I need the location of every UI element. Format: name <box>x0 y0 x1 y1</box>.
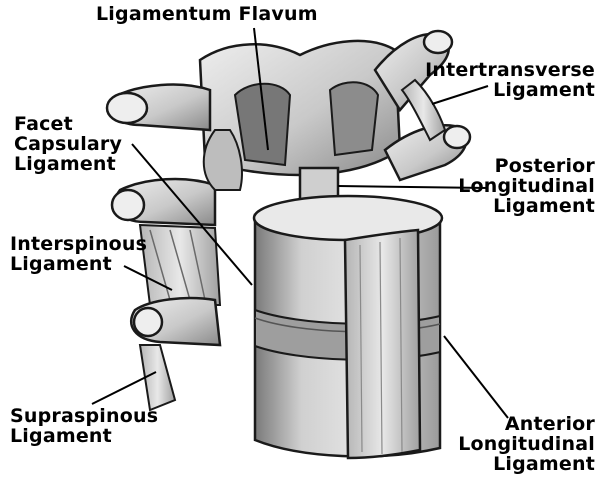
label-posterior-line2: Longitudinal <box>458 176 595 196</box>
label-anterior-longitudinal-ligament: Anterior Longitudinal Ligament <box>458 414 595 474</box>
anterior-longitudinal-ligament <box>345 230 420 458</box>
leader-anterior-longitudinal <box>444 336 508 418</box>
label-anterior-line3: Ligament <box>458 454 595 474</box>
label-interspinous-line2: Ligament <box>10 254 147 274</box>
label-anterior-line1: Anterior <box>458 414 595 434</box>
label-supraspinous-line1: Supraspinous <box>10 406 158 426</box>
label-posterior-longitudinal-ligament: Posterior Longitudinal Ligament <box>458 156 595 216</box>
label-facet-capsulary-ligament: Facet Capsulary Ligament <box>14 114 122 174</box>
label-interspinous-line1: Interspinous <box>10 234 147 254</box>
label-intertransverse-ligament: Intertransverse Ligament <box>425 60 595 100</box>
label-anterior-line2: Longitudinal <box>458 434 595 454</box>
label-intertransverse-line1: Intertransverse <box>425 60 595 80</box>
label-facet-line3: Ligament <box>14 154 122 174</box>
label-facet-line1: Facet <box>14 114 122 134</box>
label-intertransverse-line2: Ligament <box>425 80 595 100</box>
label-supraspinous-line2: Ligament <box>10 426 158 446</box>
label-facet-line2: Capsulary <box>14 134 122 154</box>
label-posterior-line1: Posterior <box>458 156 595 176</box>
label-ligamentum-flavum: Ligamentum Flavum <box>96 4 318 24</box>
label-ligamentum-flavum-line1: Ligamentum Flavum <box>96 4 318 24</box>
label-interspinous-ligament: Interspinous Ligament <box>10 234 147 274</box>
label-supraspinous-ligament: Supraspinous Ligament <box>10 406 158 446</box>
label-posterior-line3: Ligament <box>458 196 595 216</box>
